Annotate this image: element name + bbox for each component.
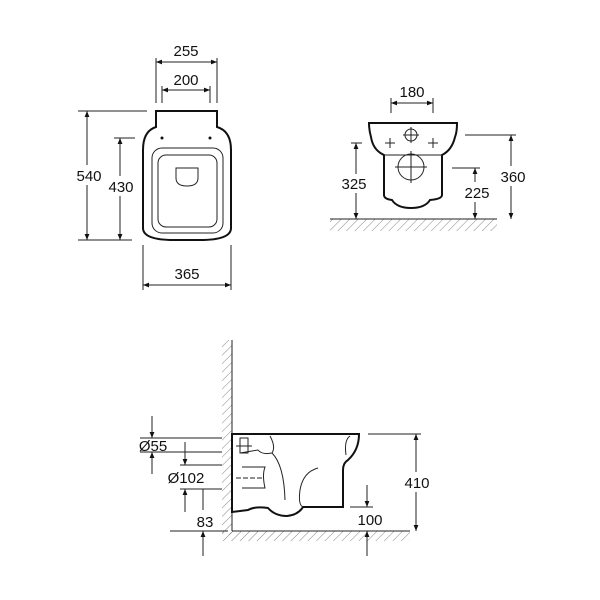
floor-hatch [222,531,410,541]
front-view: 180 325 360 225 [330,84,526,231]
dim-bowl-clearance: 100 [357,512,382,529]
dimension-lines [351,98,516,219]
dim-width-bowl: 365 [174,266,199,283]
fixing-hole [208,136,212,140]
dim-height-outlet: 225 [464,185,489,202]
wall-hatch [222,340,232,535]
toilet-outline-top [142,110,232,241]
dim-height-fixing: 325 [341,176,366,193]
dim-length-overall: 540 [76,168,101,185]
dim-bowl-height: 410 [404,475,429,492]
fixing-hole [160,136,164,140]
seat-outline [151,147,224,234]
lid-recess [175,167,199,187]
side-view: Ø55 Ø102 83 100 410 [139,340,430,556]
dim-width-overall: 255 [173,43,198,60]
internal-trap [236,435,351,508]
dim-height-top: 360 [500,169,525,186]
seat-inner [157,154,218,228]
floor-hatch [330,219,497,231]
dim-outlet-diameter: Ø102 [168,470,205,487]
dimension-lines [78,58,232,290]
crosshairs [385,127,438,183]
dim-inlet-diameter: Ø55 [139,438,167,455]
dimension-lines [140,416,421,556]
dim-length-bowl: 430 [108,179,133,196]
dim-width-seat: 200 [173,72,198,89]
toilet-outline-side [231,433,361,518]
toilet-outline-front [367,122,459,210]
top-view: 255 200 540 430 365 [76,43,232,290]
dim-outlet-height: 83 [197,514,214,531]
dim-fixing-centers: 180 [399,84,424,101]
